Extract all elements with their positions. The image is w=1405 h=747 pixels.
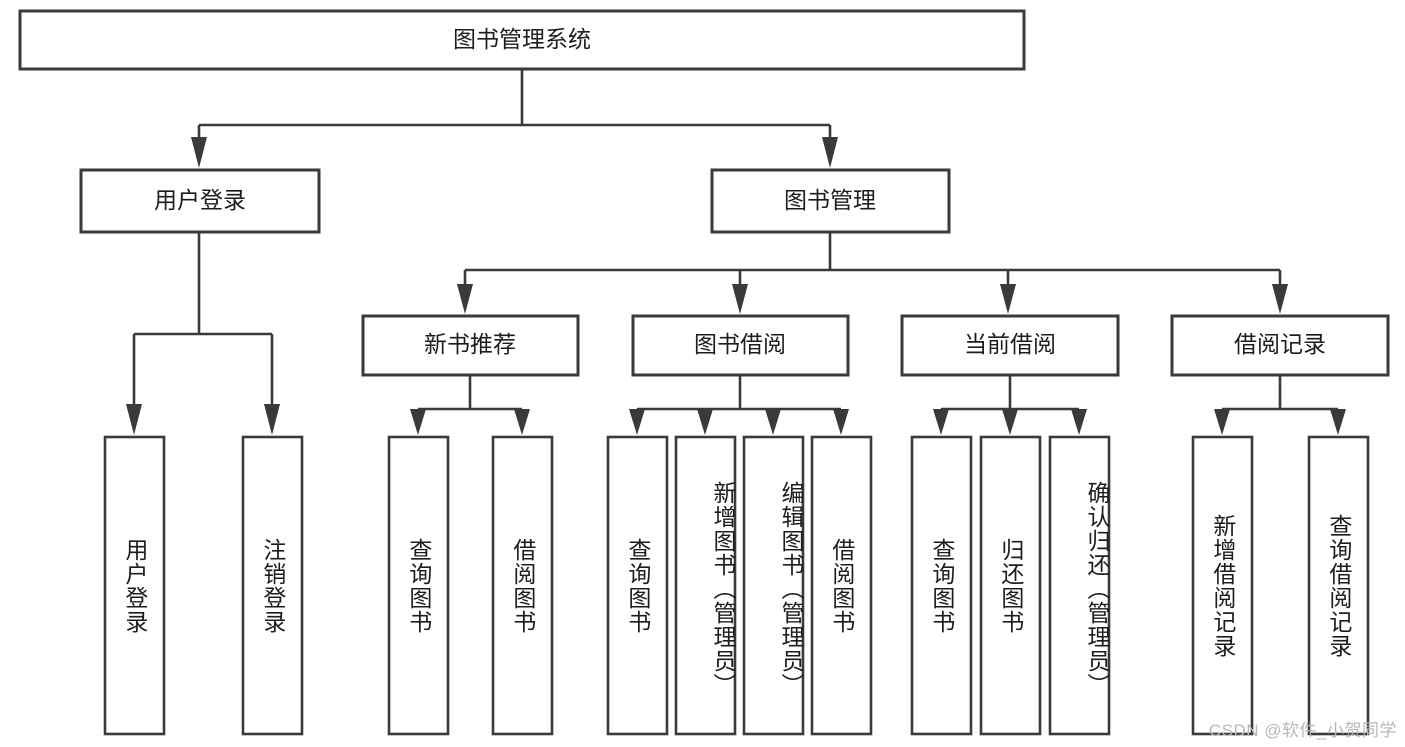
arrow-record-leaf-1: [1214, 409, 1230, 435]
arrow-current-leaf-3: [1071, 409, 1087, 435]
leaf-new-book-2[interactable]: [491, 435, 554, 736]
leaf-book-borrow-4[interactable]: [810, 435, 873, 736]
arrow-bookmgmt-to-current: [1000, 284, 1016, 314]
arrow-bookmgmt-to-borrow: [732, 284, 748, 314]
arrow-bookmgmt-to-record: [1272, 284, 1288, 314]
arrow-current-leaf-2: [1002, 409, 1018, 435]
node-borrow-record[interactable]: [1170, 314, 1390, 377]
leaf-book-borrow-1[interactable]: [606, 435, 669, 736]
leaf-book-borrow-2[interactable]: [674, 435, 737, 736]
arrow-root-to-bookmgmt: [822, 137, 838, 168]
node-root[interactable]: [18, 9, 1026, 71]
leaf-user-login-2[interactable]: [241, 435, 304, 736]
arrow-newbook-leaf-2: [514, 409, 530, 435]
leaf-current-borrow-1[interactable]: [910, 435, 973, 736]
arrow-bookmgmt-to-newbook: [457, 284, 473, 314]
node-new-book-recommend[interactable]: [361, 314, 580, 377]
leaf-new-book-1[interactable]: [387, 435, 450, 736]
connector-group-root: [191, 69, 838, 168]
arrow-borrow-leaf-2: [697, 409, 713, 435]
arrow-borrow-leaf-4: [833, 409, 849, 435]
connector-group-bookmgmt: [457, 232, 1288, 314]
connector-group-borrow: [629, 375, 849, 435]
node-user-login[interactable]: [79, 168, 321, 234]
arrow-current-leaf-1: [933, 409, 949, 435]
arrow-newbook-leaf-1: [410, 409, 426, 435]
node-book-borrow-label: 图书借阅: [694, 331, 786, 357]
connector-group-record: [1214, 375, 1346, 435]
node-book-management-label: 图书管理: [784, 187, 876, 213]
node-root-label: 图书管理系统: [453, 26, 591, 52]
connector-group-current: [933, 375, 1087, 435]
arrow-borrow-leaf-3: [765, 409, 781, 435]
watermark-text: CSDN @软件_小贺同学: [1208, 721, 1397, 740]
arrow-borrow-leaf-1: [629, 409, 645, 435]
leaf-borrow-record-2[interactable]: [1307, 435, 1370, 736]
leaf-current-borrow-3[interactable]: [1048, 435, 1111, 736]
leaf-current-borrow-2[interactable]: [979, 435, 1042, 736]
arrow-userlogin-leaf-2: [264, 404, 280, 435]
leaf-user-login-1[interactable]: [103, 435, 166, 736]
node-user-login-label: 用户登录: [154, 187, 246, 213]
node-current-borrow-label: 当前借阅: [964, 331, 1056, 357]
node-current-borrow[interactable]: [900, 314, 1120, 377]
connector-group-newbook: [410, 375, 530, 435]
leaf-book-borrow-3[interactable]: [742, 435, 805, 736]
node-new-book-recommend-label: 新书推荐: [424, 331, 516, 357]
arrow-record-leaf-2: [1330, 409, 1346, 435]
node-book-borrow[interactable]: [631, 314, 850, 377]
arrow-root-to-userlogin: [191, 137, 207, 168]
arrow-userlogin-leaf-1: [126, 404, 142, 435]
leaf-borrow-record-1[interactable]: [1191, 435, 1254, 736]
node-book-management[interactable]: [710, 168, 951, 234]
node-borrow-record-label: 借阅记录: [1234, 331, 1326, 357]
connector-group-userlogin: [126, 232, 280, 435]
